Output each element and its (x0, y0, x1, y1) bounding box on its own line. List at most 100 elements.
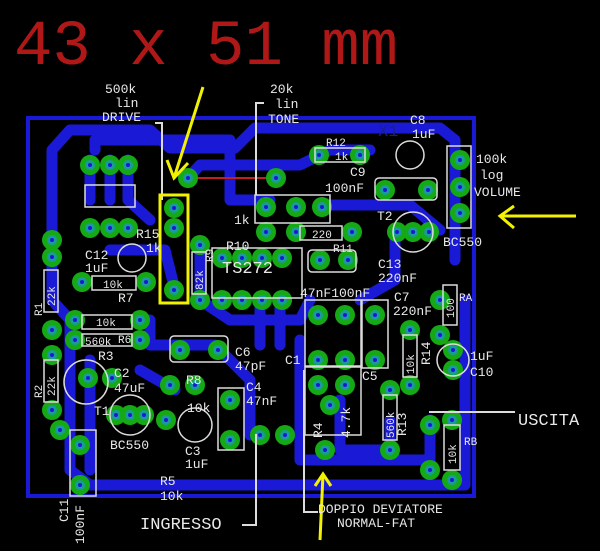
switch-label-line2: NORMAL-FAT (337, 516, 415, 531)
label-r6-value: 10k (96, 318, 116, 330)
pad-hole (258, 433, 262, 437)
label-r2: R2 (34, 385, 46, 398)
label-c2-value: 47uF (114, 381, 145, 396)
label-c3: C3 (185, 444, 201, 459)
label-r1: R1 (34, 302, 46, 316)
ic-body (211, 247, 303, 299)
label-r12: R12 (326, 138, 346, 150)
pad-hole (110, 376, 114, 380)
label-c4-value: 47nF (246, 394, 277, 409)
label-r7-value: 10k (103, 280, 123, 292)
pad-hole (172, 206, 176, 210)
pad-hole (260, 298, 264, 302)
pad-hole (294, 205, 298, 209)
pad-hole (172, 226, 176, 230)
label-r2-value: 22k (47, 376, 59, 396)
pad-hole (78, 443, 82, 447)
label-t2: T2 (377, 209, 393, 224)
label-c6-value: 47pF (235, 359, 266, 374)
switch-label-line1: DOPPIO DEVIATORE (318, 502, 443, 517)
pad-hole (373, 358, 377, 362)
pad-hole (328, 403, 332, 407)
pad-hole (458, 185, 462, 189)
tone-pot-taper: lin (275, 97, 298, 112)
pad-hole (126, 163, 130, 167)
pad-hole (220, 256, 224, 260)
pad-hole (50, 408, 54, 412)
label-c8: C8 (410, 113, 426, 128)
label-c8-value: 1uF (412, 127, 435, 142)
label-r14-value: 10k (406, 354, 418, 374)
label-r4-value: 4.7k (339, 407, 354, 438)
label-ic: TS272 (222, 260, 273, 279)
label-r9: R9 (205, 249, 217, 262)
pad-hole (450, 418, 454, 422)
label-r13: R13 (395, 413, 410, 436)
pad-hole (228, 398, 232, 402)
pad-hole (220, 298, 224, 302)
pad-hole (358, 153, 362, 157)
label-rb-value: 10k (448, 444, 460, 464)
pad-hole (260, 256, 264, 260)
pad-hole (294, 230, 298, 234)
pad-hole (198, 243, 202, 247)
tone-pot-name: TONE (268, 112, 299, 127)
pad-hole (88, 163, 92, 167)
pad-hole (264, 230, 268, 234)
label-x1: X1 (378, 123, 398, 142)
label-c12: C12 (85, 248, 108, 263)
pad-hole (186, 176, 190, 180)
label-r4: R4 (311, 422, 326, 438)
pad-hole (438, 298, 442, 302)
pad-hole (428, 468, 432, 472)
label-r3: R3 (98, 349, 114, 364)
label-c1-c-values: 47nF100nF (300, 286, 370, 301)
pad-hole (395, 230, 399, 234)
tone-pot-value: 20k (270, 82, 294, 97)
drive-arrow (165, 86, 205, 181)
pad-hole (264, 205, 268, 209)
pad-hole (73, 338, 77, 342)
pad-hole (458, 211, 462, 215)
label-r9-value: 82k (195, 270, 207, 290)
pad-hole (323, 448, 327, 452)
pad-hole (383, 188, 387, 192)
pad-hole (193, 383, 197, 387)
label-c3-value: 1uF (185, 457, 208, 472)
label-r8-value: 10k (187, 401, 211, 416)
label-r5: R5 (160, 474, 176, 489)
pad-hole (138, 338, 142, 342)
pad-hole (280, 256, 284, 260)
label-c10-value: 1uF (470, 349, 493, 364)
label-r7: R7 (118, 291, 134, 306)
pad-hole (428, 423, 432, 427)
pad-hole (164, 418, 168, 422)
volume-pot-name: VOLUME (474, 185, 521, 200)
volume-arrow (497, 204, 576, 230)
pad-hole (388, 388, 392, 392)
label-c13: C13 (378, 257, 401, 272)
pad-hole (216, 348, 220, 352)
pad-hole (408, 328, 412, 332)
pad-hole (317, 153, 321, 157)
label-c10: C10 (470, 365, 493, 380)
pad-hole (408, 383, 412, 387)
pad-hole (126, 226, 130, 230)
label-r5-value: 10k (160, 489, 184, 504)
annotation-highlights (158, 86, 576, 541)
pad-hole (320, 205, 324, 209)
pad-hole (280, 298, 284, 302)
pad-hole (458, 158, 462, 162)
label-t1: T1 (94, 404, 110, 419)
pad-hole (128, 413, 132, 417)
label-r13-value: 560k (386, 411, 398, 438)
pad-hole (168, 383, 172, 387)
pad-hole (316, 313, 320, 317)
pad-hole (50, 255, 54, 259)
pad-hole (178, 348, 182, 352)
pad-hole (240, 298, 244, 302)
pad-hole (318, 258, 322, 262)
pad-hole (142, 413, 146, 417)
component-labels: X1 C8 1uF R12 1k C9 100nF T2 BC550 1k R1… (34, 113, 493, 544)
